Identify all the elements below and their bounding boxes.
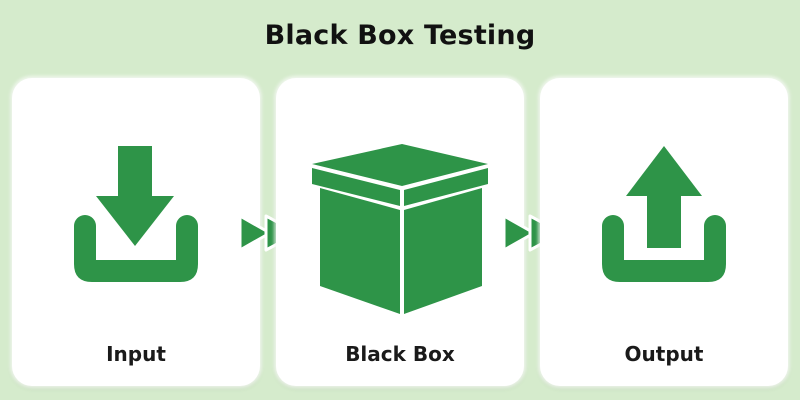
step-label-input: Input bbox=[106, 342, 166, 366]
box-icon bbox=[312, 144, 488, 314]
step-card-black-box: Black Box bbox=[276, 78, 524, 386]
step-card-input: Input bbox=[12, 78, 260, 386]
diagram-title: Black Box Testing bbox=[264, 20, 536, 51]
step-label-black-box: Black Box bbox=[345, 342, 455, 366]
step-label-output: Output bbox=[624, 342, 704, 366]
download-icon bbox=[74, 146, 198, 282]
upload-icon bbox=[602, 146, 726, 282]
step-card-output: Output bbox=[540, 78, 788, 386]
